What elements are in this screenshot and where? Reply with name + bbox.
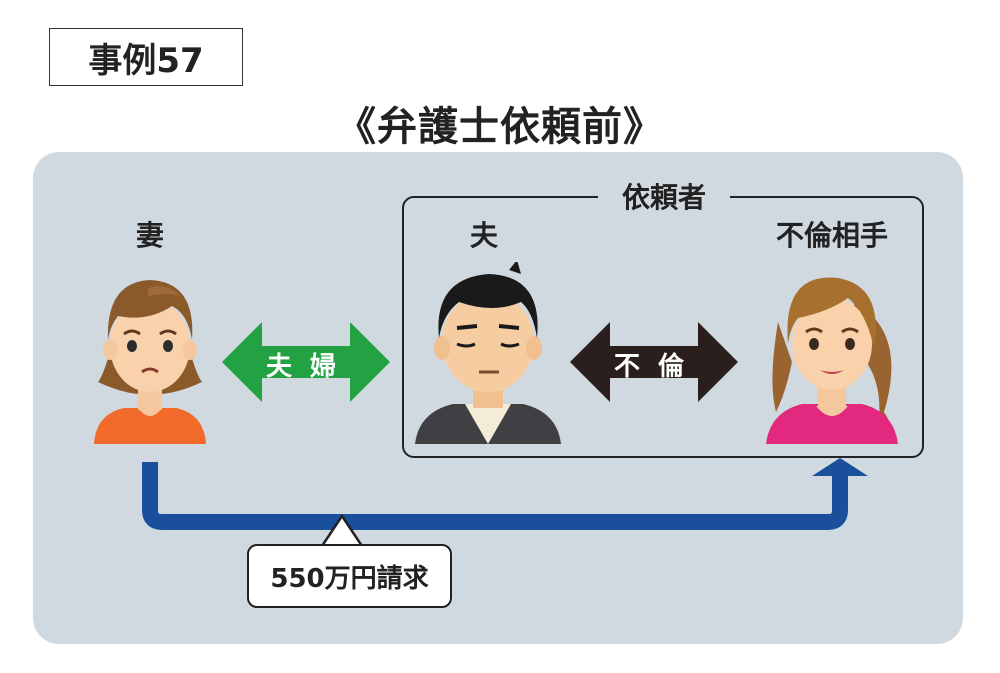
- case-label: 事例57: [49, 28, 243, 86]
- claim-arrow-icon: [142, 458, 868, 530]
- wife-avatar-icon: [94, 280, 206, 444]
- claim-callout: 550万円請求: [247, 544, 452, 608]
- claim-callout-pointer: [322, 514, 362, 548]
- page-title: 《弁護士依頼前》: [336, 104, 664, 150]
- affair-partner-avatar-icon: [766, 277, 898, 444]
- client-group-label: 依頼者: [598, 180, 730, 216]
- husband-avatar-icon: [415, 262, 561, 444]
- affair-partner-label: 不倫相手: [775, 219, 888, 252]
- husband-label: 夫: [469, 219, 498, 252]
- wife-label: 妻: [135, 219, 164, 252]
- affair-arrow-icon: [570, 322, 738, 402]
- marriage-arrow-icon: [222, 322, 390, 402]
- marriage-label: 夫婦: [265, 352, 354, 382]
- affair-label: 不倫: [613, 352, 702, 382]
